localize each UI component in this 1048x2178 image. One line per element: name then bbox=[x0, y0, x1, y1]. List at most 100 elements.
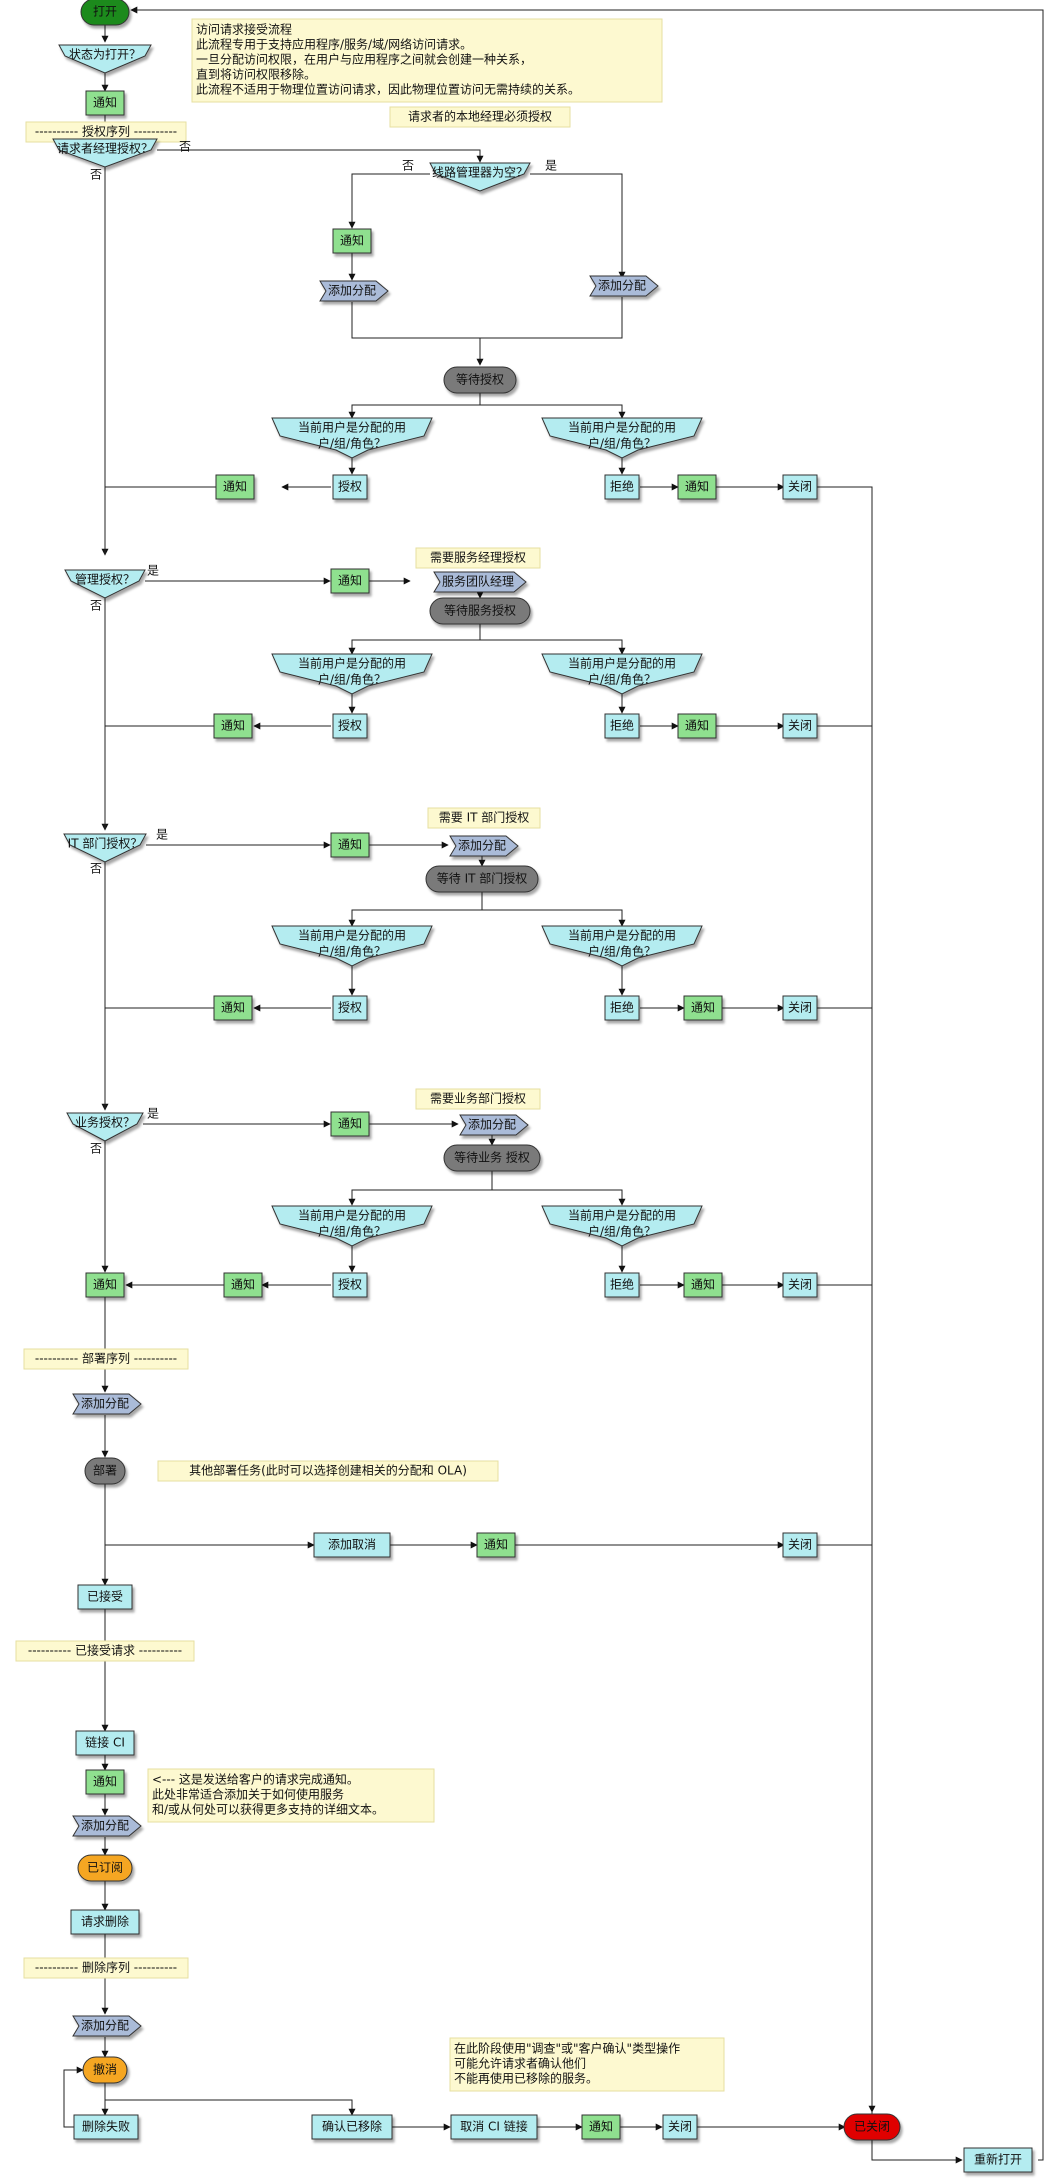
confirm-removed-action[interactable]: 确认已移除 bbox=[311, 2114, 393, 2140]
notify-17[interactable]: 通知 bbox=[581, 2114, 621, 2140]
notify-9[interactable]: 通知 bbox=[213, 995, 253, 1021]
wait-auth-state[interactable]: 等待授权 bbox=[443, 366, 517, 394]
close-1[interactable]: 关闭 bbox=[782, 474, 818, 500]
add-assignment-2[interactable]: 添加分配 bbox=[589, 275, 659, 297]
notify-10[interactable]: 通知 bbox=[683, 995, 723, 1021]
authorize-4[interactable]: 授权 bbox=[332, 1272, 368, 1298]
wait-it-state[interactable]: 等待 IT 部门授权 bbox=[425, 865, 539, 893]
yes-label: 是 bbox=[545, 159, 557, 173]
connector bbox=[101, 725, 214, 831]
authorize-2[interactable]: 授权 bbox=[332, 713, 368, 739]
notify-5[interactable]: 通知 bbox=[330, 568, 370, 594]
service-team-manager-action[interactable]: 服务团队经理 bbox=[433, 571, 527, 593]
user-decision-5-label-2: 户/组/角色？ bbox=[318, 944, 386, 959]
mgr-authorized-decision-label: 请求者经理授权？ bbox=[57, 141, 153, 156]
delete-failed-action-label: 删除失败 bbox=[82, 2119, 130, 2134]
accepted-action-label: 已接受 bbox=[87, 1589, 123, 1604]
deployment-section-text: ---------- 部署序列 ---------- bbox=[35, 1351, 177, 1366]
connector bbox=[817, 1007, 873, 1020]
notify-14[interactable]: 通知 bbox=[683, 1272, 723, 1298]
notify-3[interactable]: 通知 bbox=[215, 474, 255, 500]
notify-1[interactable]: 通知 bbox=[85, 90, 125, 116]
reject-2-label: 拒绝 bbox=[610, 718, 634, 733]
notify-6[interactable]: 通知 bbox=[213, 713, 253, 739]
accepted-action[interactable]: 已接受 bbox=[77, 1584, 133, 1610]
add-assignment-3[interactable]: 添加分配 bbox=[449, 835, 519, 857]
notify-16[interactable]: 通知 bbox=[85, 1769, 125, 1795]
connector bbox=[105, 2099, 356, 2116]
close-3-label: 关闭 bbox=[788, 1001, 812, 1015]
close-6[interactable]: 关闭 bbox=[662, 2114, 698, 2140]
cancelled-state[interactable]: 撤消 bbox=[82, 2056, 128, 2084]
close-2[interactable]: 关闭 bbox=[782, 713, 818, 739]
reject-4[interactable]: 拒绝 bbox=[604, 1272, 640, 1298]
cancel-ci-link-action[interactable]: 取消 CI 链接 bbox=[450, 2114, 538, 2140]
header-note-line-5: 此流程不适用于物理位置访问请求，因此物理位置访问无需持续的关系。 bbox=[196, 82, 580, 97]
add-cancel-action-label: 添加取消 bbox=[328, 1538, 376, 1552]
reject-1-label: 拒绝 bbox=[610, 479, 634, 494]
wait-auth-state-label: 等待授权 bbox=[456, 372, 504, 387]
subscribed-state[interactable]: 已订阅 bbox=[77, 1854, 133, 1882]
reopen-loop bbox=[130, 6, 1044, 2161]
connector bbox=[817, 725, 873, 740]
notify-7[interactable]: 通知 bbox=[677, 713, 717, 739]
close-4[interactable]: 关闭 bbox=[782, 1272, 818, 1298]
authorize-2-label: 授权 bbox=[338, 718, 362, 733]
connector bbox=[871, 2140, 963, 2164]
notify-12[interactable]: 通知 bbox=[223, 1272, 263, 1298]
add-assignment-1[interactable]: 添加分配 bbox=[319, 280, 389, 302]
closed-state[interactable]: 已关闭 bbox=[843, 2113, 901, 2141]
yes-label: 是 bbox=[147, 564, 159, 578]
link-ci-action[interactable]: 链接 CI bbox=[75, 1730, 135, 1756]
close-5[interactable]: 关闭 bbox=[782, 1532, 818, 1558]
reject-3[interactable]: 拒绝 bbox=[604, 995, 640, 1021]
authorization-section-text: ---------- 授权序列 ---------- bbox=[35, 124, 177, 139]
delete-failed-action[interactable]: 删除失败 bbox=[73, 2114, 139, 2140]
user-decision-3-label-2: 户/组/角色？ bbox=[318, 672, 386, 687]
header-note-line-1: 访问请求接受流程 bbox=[196, 22, 292, 37]
notify-11-label: 通知 bbox=[338, 1117, 362, 1131]
user-decision-6-label-1: 当前用户是分配的用 bbox=[568, 928, 676, 943]
completion-note-line-1: <--- 这是发送给客户的请求完成通知。 bbox=[152, 1772, 359, 1787]
add-assignment-7[interactable]: 添加分配 bbox=[72, 2015, 142, 2037]
it-dept-note: 需要 IT 部门授权 bbox=[427, 807, 541, 829]
authorize-1[interactable]: 授权 bbox=[332, 474, 368, 500]
deploy-state-label: 部署 bbox=[93, 1463, 117, 1478]
open-state[interactable]: 打开 bbox=[80, 0, 130, 26]
mgmt-authorized-decision-label: 管理授权？ bbox=[75, 572, 135, 587]
notify-8[interactable]: 通知 bbox=[330, 832, 370, 858]
header-note-line-2: 此流程专用于支持应用程序/服务/域/网络访问请求。 bbox=[196, 37, 472, 52]
notify-4[interactable]: 通知 bbox=[677, 474, 717, 500]
add-cancel-action[interactable]: 添加取消 bbox=[313, 1532, 391, 1558]
reject-1[interactable]: 拒绝 bbox=[604, 474, 640, 500]
notify-11[interactable]: 通知 bbox=[330, 1111, 370, 1137]
close-5-label: 关闭 bbox=[788, 1538, 812, 1552]
authorize-3[interactable]: 授权 bbox=[332, 995, 368, 1021]
reopen-action[interactable]: 重新打开 bbox=[963, 2147, 1033, 2173]
state-open-decision: 状态为打开？ bbox=[58, 44, 152, 74]
wait-business-state[interactable]: 等待业务 授权 bbox=[443, 1144, 541, 1172]
add-assignment-5-label: 添加分配 bbox=[81, 1397, 129, 1411]
wait-service-state[interactable]: 等待服务授权 bbox=[429, 597, 531, 625]
request-delete-action[interactable]: 请求删除 bbox=[70, 1909, 140, 1935]
deploy-state[interactable]: 部署 bbox=[84, 1457, 126, 1485]
notify-2[interactable]: 通知 bbox=[332, 228, 372, 254]
close-3[interactable]: 关闭 bbox=[782, 995, 818, 1021]
add-assignment-4[interactable]: 添加分配 bbox=[459, 1114, 529, 1136]
notify-15[interactable]: 通知 bbox=[476, 1532, 516, 1558]
reject-2[interactable]: 拒绝 bbox=[604, 713, 640, 739]
wait-business-state-label: 等待业务 授权 bbox=[454, 1150, 530, 1165]
notify-8-label: 通知 bbox=[338, 838, 362, 852]
notify-13[interactable]: 通知 bbox=[85, 1272, 125, 1298]
line-mgr-empty-decision-label: 线路管理器为空？ bbox=[432, 165, 528, 180]
business-authorized-decision-label: 业务授权？ bbox=[75, 1115, 135, 1130]
add-assignment-5[interactable]: 添加分配 bbox=[72, 1393, 142, 1415]
connector bbox=[348, 393, 481, 419]
connector bbox=[104, 1484, 315, 1549]
no-label: 否 bbox=[90, 168, 102, 182]
add-assignment-6[interactable]: 添加分配 bbox=[72, 1815, 142, 1837]
close-1-label: 关闭 bbox=[788, 480, 812, 494]
